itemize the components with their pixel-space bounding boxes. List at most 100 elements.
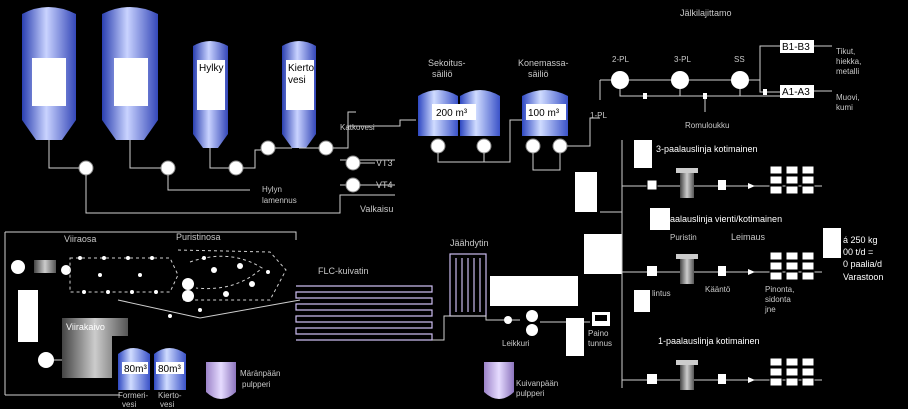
cooler bbox=[449, 253, 487, 317]
label-box-capacity bbox=[823, 228, 841, 258]
label-box-line3 bbox=[634, 140, 652, 168]
ss-label: SS bbox=[734, 55, 745, 64]
sekoitus-tank: 200 m³ bbox=[418, 90, 500, 136]
silo-hylky: Hylky bbox=[193, 41, 228, 148]
line2-equipment bbox=[647, 254, 726, 284]
paino-label-2: tunnus bbox=[588, 339, 612, 348]
flc-label: FLC-kuivatin bbox=[318, 266, 369, 276]
b1b3-label: B1-B3 bbox=[782, 42, 810, 53]
line3-equipment bbox=[646, 168, 726, 198]
silo-2 bbox=[102, 7, 158, 140]
silo-hylky-label: Hylky bbox=[199, 63, 223, 74]
silo-1 bbox=[22, 7, 76, 140]
dry-end-pulper bbox=[484, 362, 514, 399]
label-box-right-1 bbox=[575, 172, 597, 212]
a1a3-label: A1-A3 bbox=[782, 87, 810, 98]
viiraosa-label: Viiraosa bbox=[64, 234, 96, 244]
line3-label: 3-paalauslinja kotimainen bbox=[656, 144, 758, 154]
bale-stacks bbox=[769, 165, 815, 387]
label-box-right-2 bbox=[584, 234, 622, 274]
silo-kiertovesi: Kierto vesi bbox=[282, 41, 316, 148]
tikut-label-3: metalli bbox=[836, 67, 859, 76]
a1a3-box bbox=[780, 85, 814, 98]
konemassa-label-1: Konemassa- bbox=[518, 58, 569, 68]
pinonta-label-2: sidonta bbox=[765, 295, 791, 304]
label-box-left bbox=[18, 290, 38, 342]
katkovesi-label: Katkovesi bbox=[340, 123, 375, 132]
wet-end-pulper bbox=[206, 362, 236, 399]
vt4-label: VT4 bbox=[376, 180, 393, 190]
hylyn-label-2: lamennus bbox=[262, 196, 297, 205]
small-tank-kiertovesi: 80m³ bbox=[154, 348, 186, 390]
label-box-leikkuri bbox=[566, 318, 584, 356]
konemassa-volume: 100 m³ bbox=[528, 108, 560, 119]
press-section bbox=[168, 249, 287, 318]
capacity-line-1: á 250 kg bbox=[843, 235, 878, 245]
sekoitus-label-1: Sekoitus- bbox=[428, 58, 466, 68]
line2-label: paalauslinja vienti/kotimainen bbox=[665, 214, 782, 224]
viirakaivo-pump bbox=[38, 352, 54, 368]
kierto-bottom-label-1: Kierto- bbox=[158, 391, 182, 400]
lintus-label: lintus bbox=[652, 289, 671, 298]
reel-rolls bbox=[504, 310, 538, 336]
flow-arrows bbox=[748, 183, 755, 383]
label-box-line1 bbox=[634, 290, 650, 312]
wire-section bbox=[69, 256, 179, 294]
kuivapaan-label-2: pulpperi bbox=[516, 389, 545, 398]
tikut-label-2: hiekka, bbox=[836, 57, 861, 66]
leikkuri-label: Leikkuri bbox=[502, 339, 530, 348]
valkaisu-label: Valkaisu bbox=[360, 204, 393, 214]
marapaan-label-2: pulpperi bbox=[242, 380, 271, 389]
weigh-station bbox=[592, 312, 610, 326]
puristin-label: Puristin bbox=[670, 233, 697, 242]
capacity-line-3: 0 paalia/d bbox=[843, 259, 882, 269]
pinonta-label-1: Pinonta, bbox=[765, 285, 794, 294]
romuloukku-label: Romuloukku bbox=[685, 121, 729, 130]
line1-label: 1-paalauslinja kotimainen bbox=[658, 336, 760, 346]
kierto-bottom-label-2: vesi bbox=[160, 400, 174, 409]
valves bbox=[643, 89, 767, 99]
silo-kierto-label-2: vesi bbox=[288, 75, 306, 86]
pinonta-label-3: jne bbox=[764, 305, 776, 314]
kuivapaan-label-1: Kuivanpään bbox=[516, 379, 558, 388]
sekoitus-label-2: säiliö bbox=[432, 69, 453, 79]
muovi-label-1: Muovi, bbox=[836, 93, 860, 102]
puristinosa-label: Puristinosa bbox=[176, 232, 221, 242]
leimaus-label: Leimaus bbox=[731, 232, 766, 242]
viirakaivo-tank: Viirakaivo bbox=[62, 318, 128, 378]
flc-dryer bbox=[295, 285, 433, 341]
marapaan-label-1: Märänpään bbox=[240, 369, 280, 378]
formeri-label-1: Formeri- bbox=[118, 391, 149, 400]
vt3-label: VT3 bbox=[376, 158, 393, 168]
jaahdytin-label: Jäähdytin bbox=[450, 238, 489, 248]
pl2-label: 2-PL bbox=[612, 55, 629, 64]
formeri-volume: 80m³ bbox=[124, 364, 147, 375]
tank-pumps bbox=[430, 138, 568, 154]
sekoitus-volume: 200 m³ bbox=[436, 108, 468, 119]
capacity-line-2: 00 t/d = bbox=[843, 247, 873, 257]
vt-pumps bbox=[345, 155, 361, 193]
muovi-label-2: kumi bbox=[836, 103, 853, 112]
formeri-label-2: vesi bbox=[122, 400, 136, 409]
tikut-label-1: Tikut, bbox=[836, 47, 855, 56]
kaanto-label: Kääntö bbox=[705, 285, 731, 294]
paino-label-1: Paino bbox=[588, 329, 609, 338]
jalkilajittamo-label: Jälkilajittamo bbox=[680, 8, 732, 18]
varastoon-label: Varastoon bbox=[843, 272, 883, 282]
headbox bbox=[11, 260, 71, 275]
sorter-units bbox=[611, 71, 749, 89]
b1b3-box bbox=[780, 40, 814, 53]
konemassa-tank: 100 m³ bbox=[522, 90, 568, 136]
viirakaivo-label: Viirakaivo bbox=[66, 322, 105, 332]
kierto-volume: 80m³ bbox=[158, 364, 181, 375]
label-box-center bbox=[490, 276, 578, 306]
label-box-line2 bbox=[650, 208, 670, 230]
silo-pipes bbox=[48, 111, 416, 214]
konemassa-label-2: säiliö bbox=[528, 69, 549, 79]
hylyn-label-1: Hylyn bbox=[262, 185, 282, 194]
silo-kierto-label-1: Kierto bbox=[288, 63, 315, 74]
pl3-label: 3-PL bbox=[674, 55, 691, 64]
small-tank-formerivesi: 80m³ bbox=[118, 348, 150, 390]
line1-equipment bbox=[647, 360, 726, 390]
